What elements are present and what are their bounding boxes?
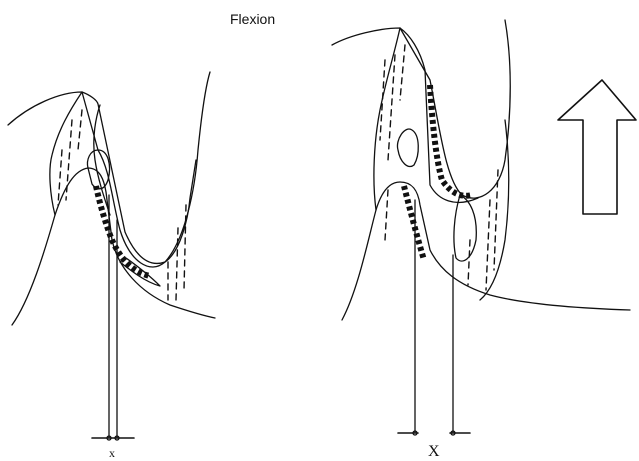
right-joint-diagram: X bbox=[332, 20, 630, 460]
left-joint-diagram: x bbox=[8, 72, 215, 460]
right-marker-label: X bbox=[428, 443, 440, 460]
left-hatching bbox=[58, 110, 186, 300]
right-upper-bone-outline bbox=[332, 20, 510, 198]
left-marker-label: x bbox=[109, 446, 115, 460]
figure-title: Flexion bbox=[230, 11, 275, 27]
right-lower-cavity bbox=[454, 195, 476, 261]
up-arrow-icon bbox=[558, 80, 636, 214]
right-hatching bbox=[380, 45, 498, 290]
left-articular-surface bbox=[96, 186, 150, 276]
right-lower-bone-outline bbox=[342, 182, 630, 320]
left-lower-bone-outline bbox=[12, 168, 215, 325]
right-upper-cavity bbox=[397, 129, 418, 167]
right-upper-articular-surface bbox=[430, 85, 472, 196]
right-lower-articular-surface bbox=[404, 186, 424, 260]
